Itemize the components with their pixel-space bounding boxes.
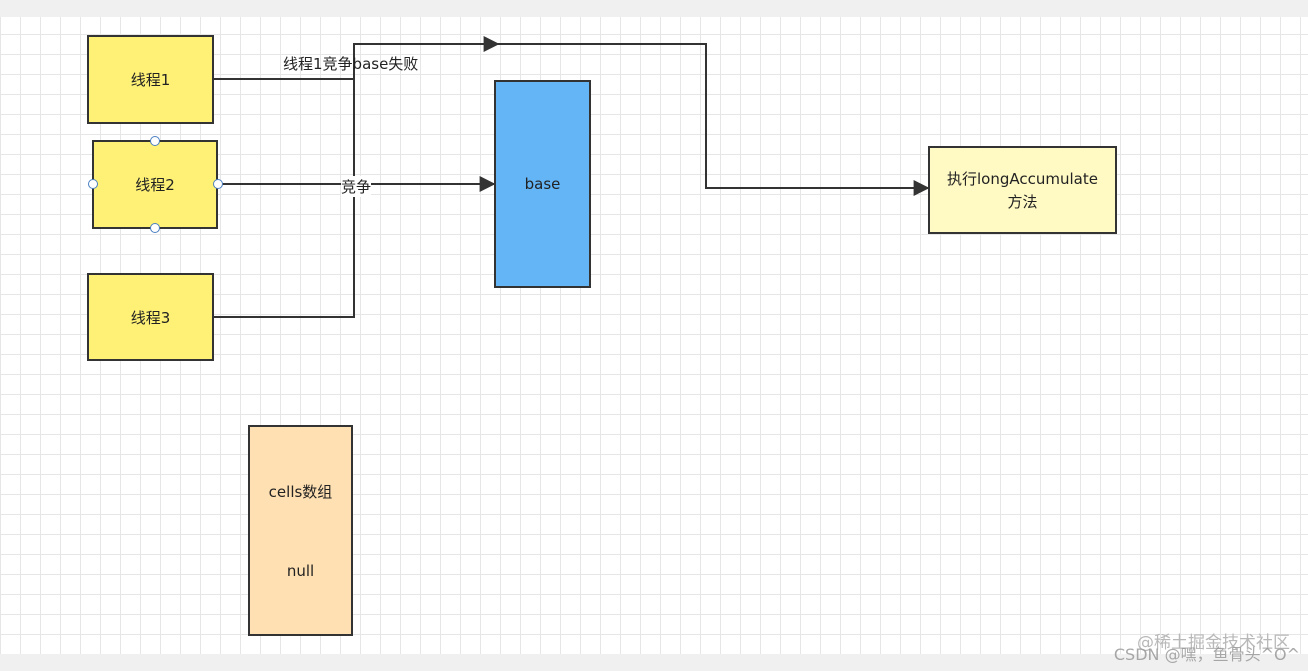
- edge-thread1-fail: [213, 36, 500, 80]
- edge-to-accumulate: [498, 43, 930, 196]
- cells-title: cells数组: [268, 483, 333, 501]
- cells-value: null: [286, 562, 315, 580]
- connection-handle-bottom[interactable]: [150, 223, 160, 233]
- thread1-node[interactable]: 线程1: [87, 35, 214, 124]
- thread2-label: 线程2: [135, 176, 175, 194]
- connection-handle-right[interactable]: [213, 179, 223, 189]
- connection-handle-left[interactable]: [88, 179, 98, 189]
- watermark-author: CSDN @嘿，鱼骨头^O^: [1113, 645, 1300, 664]
- accumulate-label-line1: 执行longAccumulate: [947, 170, 1098, 188]
- edge-label-compete: 竞争: [341, 176, 372, 197]
- connection-handle-top[interactable]: [150, 136, 160, 146]
- accumulate-label-line2: 方法: [1007, 193, 1038, 211]
- watermark-site: @稀土掘金技术社区: [1137, 633, 1290, 653]
- accumulate-node[interactable]: 执行longAccumulate 方法: [928, 146, 1117, 234]
- base-node[interactable]: base: [494, 80, 591, 288]
- diagram-canvas: 线程1 线程2 线程3 base 执行longAccumulate 方法 cel…: [0, 17, 1308, 654]
- thread3-node[interactable]: 线程3: [87, 273, 214, 361]
- base-label: base: [524, 175, 561, 193]
- edge-label-thread1-fail: 线程1竞争base失败: [283, 55, 419, 73]
- thread1-label: 线程1: [130, 71, 171, 89]
- thread3-label: 线程3: [130, 308, 171, 327]
- edge-thread3-merge: [213, 184, 355, 318]
- thread2-node[interactable]: 线程2: [92, 140, 218, 229]
- cells-node[interactable]: cells数组 null: [248, 425, 353, 636]
